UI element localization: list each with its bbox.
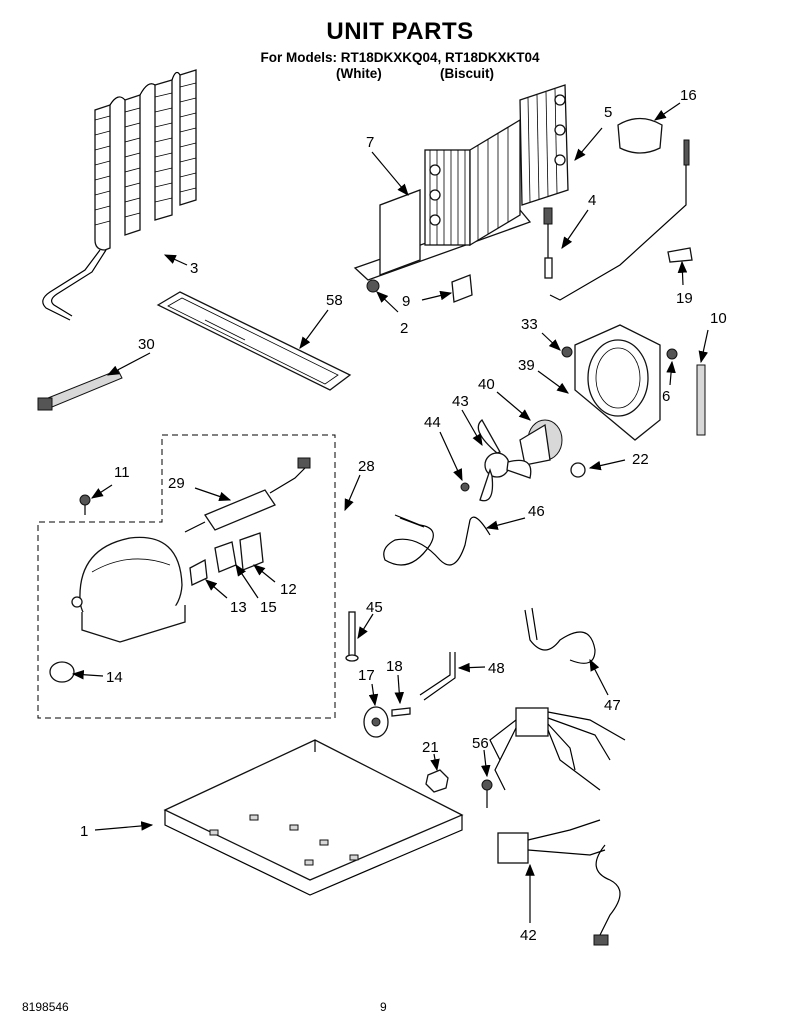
callout-56: 56 [472,735,489,752]
callout-5: 5 [604,104,612,121]
color-white: (White) [336,66,382,81]
callout-44: 44 [424,414,441,431]
callout-12: 12 [280,581,297,598]
screw-56 [481,779,493,791]
callout-21: 21 [422,739,439,756]
callout-14: 14 [106,669,123,686]
callout-16: 16 [680,87,697,104]
bolt-45 [345,611,359,662]
callout-3: 3 [190,260,198,277]
callout-6: 6 [662,388,670,405]
condenser-coil [42,69,197,321]
screw-and-clip [366,274,473,303]
callout-7: 7 [366,134,374,151]
document-number: 8198546 [22,1000,69,1014]
callout-40: 40 [478,376,495,393]
compressor-grommet [49,661,75,683]
callout-29: 29 [168,475,185,492]
defrost-thermostat [543,207,553,279]
color-biscuit: (Biscuit) [440,66,494,81]
callout-58: 58 [326,292,343,309]
callout-18: 18 [386,658,403,675]
callout-2: 2 [400,320,408,337]
callout-4: 4 [588,192,596,209]
drain-heater [37,369,123,411]
page-title: UNIT PARTS [326,18,474,45]
wiring-harness [489,707,626,946]
callout-47: 47 [604,697,621,714]
callout-15: 15 [260,599,277,616]
suction-tube [383,514,491,566]
fan-grommet [570,462,586,478]
callout-39: 39 [518,357,535,374]
callout-30: 30 [138,336,155,353]
callout-numbers: 3 7 5 4 16 19 2 9 58 30 33 39 40 6 10 43… [80,87,727,944]
callout-1: 1 [80,823,88,840]
discharge-tube [524,607,596,664]
drain-pan [156,291,352,391]
evaporator-assembly [353,84,569,281]
callout-45: 45 [366,599,383,616]
callout-43: 43 [452,393,469,410]
callout-33: 33 [521,316,538,333]
fan-shroud [561,324,678,441]
model-numbers: For Models: RT18DKXKQ04, RT18DKXKT04 [260,50,540,65]
tube-48 [419,652,451,696]
callout-9: 9 [402,293,410,310]
callout-19: 19 [676,290,693,307]
callout-11: 11 [114,464,130,481]
callout-17: 17 [358,667,375,684]
relay-overload [189,532,264,586]
compressor [71,536,186,643]
compressor-group-outline [37,434,336,719]
unit-base [163,739,464,896]
callout-leaders [71,102,709,923]
roller-and-axle [363,706,411,738]
evaporator-fan-motor [460,419,563,502]
callout-46: 46 [528,503,545,520]
callout-22: 22 [632,451,649,468]
callout-13: 13 [230,599,247,616]
callout-48: 48 [488,660,505,677]
screw-11 [79,494,91,506]
nut-21 [425,769,449,793]
start-capacitor [184,457,311,533]
callout-42: 42 [520,927,537,944]
foam-strip [696,364,706,436]
callout-28: 28 [358,458,375,475]
callout-10: 10 [710,310,727,327]
evap-cap-and-sensor [549,117,693,301]
page-number: 9 [380,1000,387,1014]
